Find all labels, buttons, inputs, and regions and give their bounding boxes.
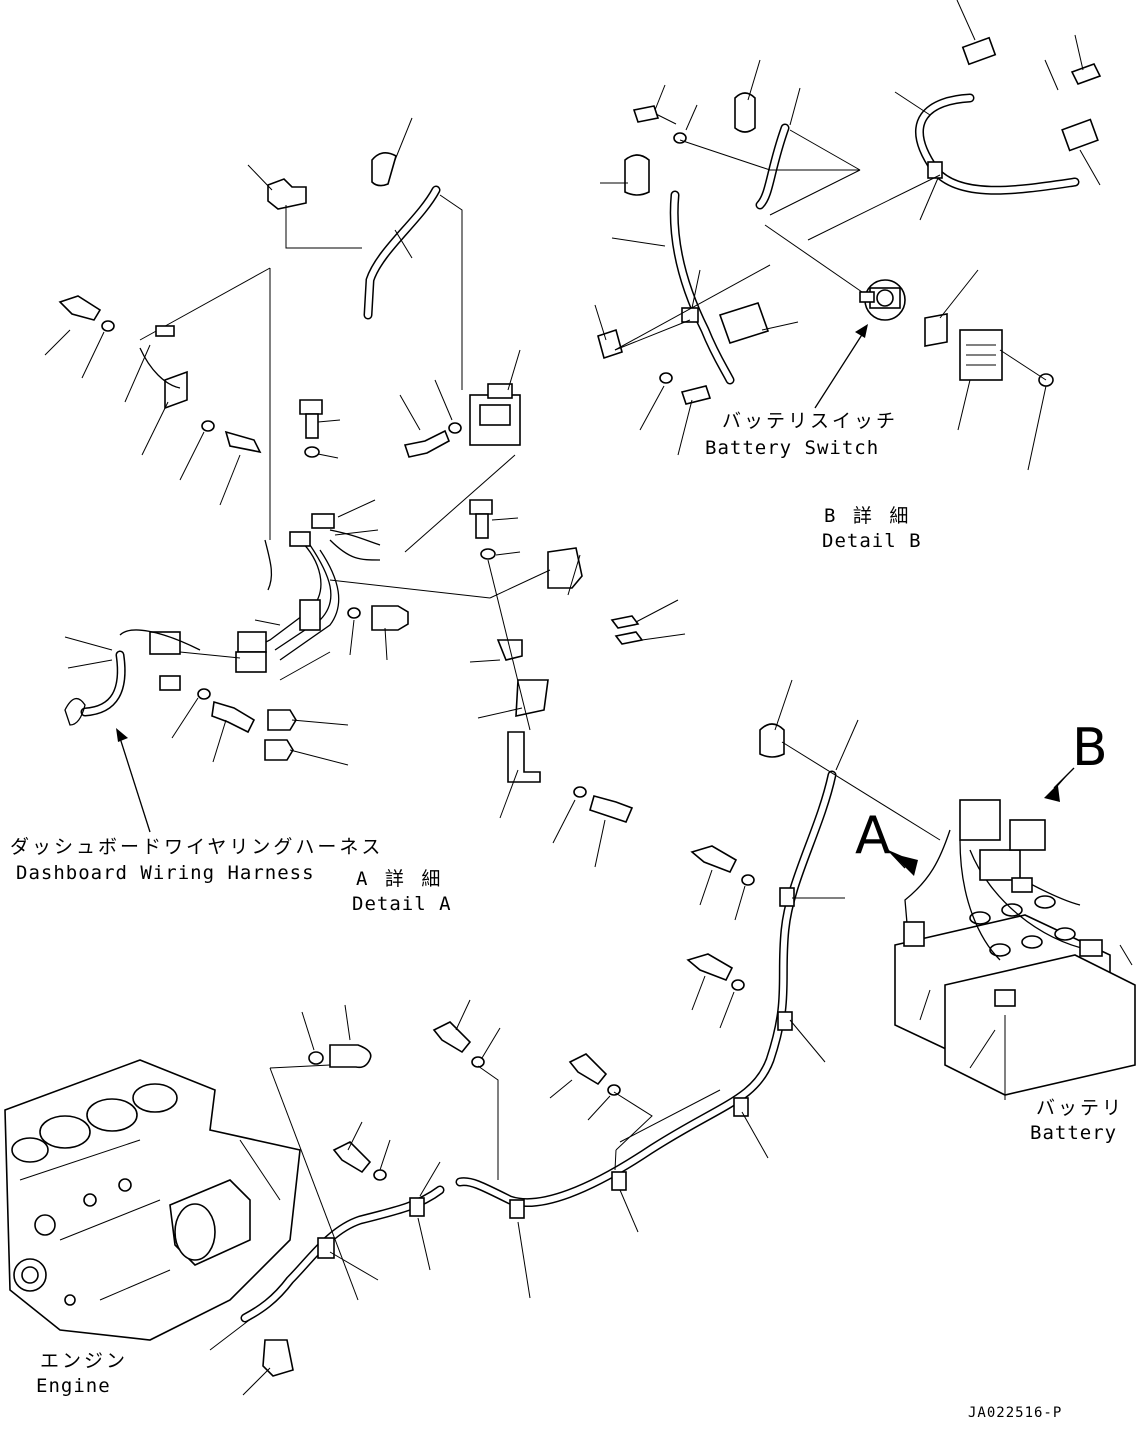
drawing-code: JA022516-P <box>968 1405 1063 1421</box>
battery-switch-label-en: Battery Switch <box>705 437 880 459</box>
battery-switch-label-jp: バッテリスイッチ <box>722 410 899 432</box>
main-cable-group <box>209 679 941 1396</box>
detail-b-label-en: Detail B <box>822 530 922 552</box>
battery-label-jp: バッテリ <box>1036 1097 1125 1119</box>
detail-a-label-en: Detail A <box>352 893 452 915</box>
battery-switch-icon <box>859 279 906 321</box>
engine-label-jp: エンジン <box>40 1350 129 1372</box>
callout-a: A <box>855 806 891 866</box>
dashboard-harness-label-en: Dashboard Wiring Harness <box>16 862 315 884</box>
engine-icon <box>4 1059 301 1341</box>
detail-b-label-jp: B 詳 細 <box>824 505 912 527</box>
callout-b: B <box>1072 718 1108 778</box>
relay-block-icon <box>469 383 521 446</box>
dashboard-harness-label-jp: ダッシュボードワイヤリングハーネス <box>10 836 384 858</box>
detail-b-group <box>594 0 1102 471</box>
detail-a-group <box>44 117 686 868</box>
engine-label-en: Engine <box>36 1375 111 1397</box>
battery-label-en: Battery <box>1030 1122 1118 1144</box>
battery-icon <box>887 767 1136 1100</box>
detail-a-label-jp: A 詳 細 <box>356 868 444 890</box>
